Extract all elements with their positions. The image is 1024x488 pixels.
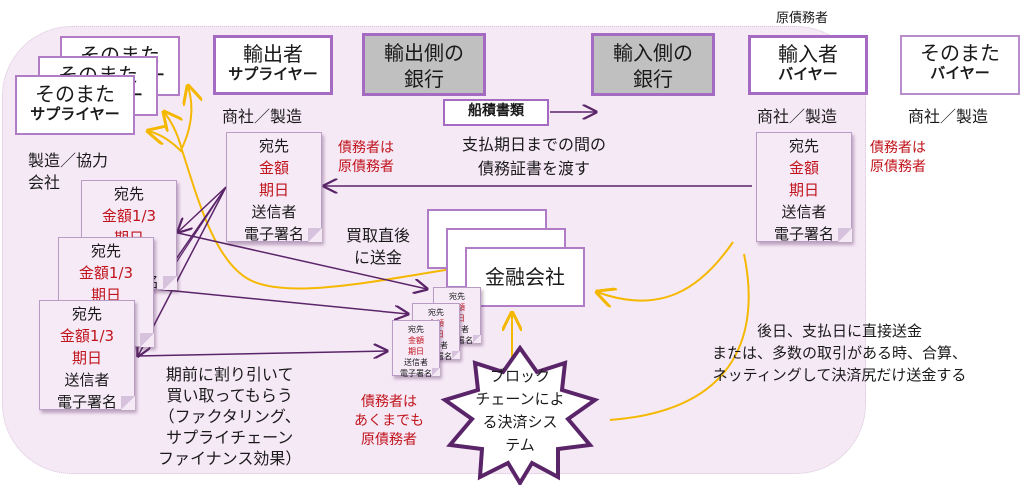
note-to: 宛先 <box>258 137 289 155</box>
page-fold-icon <box>452 351 460 359</box>
factoring-label: 期前に割り引いて 買い取ってもらう （ファクタリング、 サプライチェーン ファイ… <box>158 365 302 468</box>
note-sender: 送信者 <box>781 203 827 221</box>
received-note-3[interactable]: 宛先 金額 期日 送信者 電子署名 <box>392 320 440 378</box>
note-to: 宛先 <box>90 242 121 260</box>
note-amount: 金額 <box>408 336 424 345</box>
box-line1: 輸出側の <box>384 41 464 65</box>
original-debtor-label: 原債務者 <box>776 11 829 26</box>
note-amount: 金額 <box>258 159 289 177</box>
note-amount: 金額 <box>788 159 819 177</box>
split-debt-note-3[interactable]: 宛先 金額1/3 期日 送信者 電子署名 <box>39 300 135 411</box>
note-to: 宛先 <box>71 305 102 323</box>
note-sender: 送信者 <box>404 358 428 367</box>
shipping-documents-tag: 船積書類 <box>443 99 549 126</box>
page-fold-icon <box>121 396 135 410</box>
note-signature: 電子署名 <box>243 225 304 243</box>
box-line1: 輸入側の <box>613 41 693 65</box>
exporter-bank-box[interactable]: 輸出側の 銀行 <box>362 33 486 96</box>
page-fold-icon <box>432 368 440 376</box>
send-after-purchase-label: 買取直後 に送金 <box>346 226 411 267</box>
note-sender: 送信者 <box>251 203 297 221</box>
exporter-box[interactable]: 輸出者 サプライヤー <box>213 35 333 95</box>
box-line2: バイヤー <box>778 65 838 83</box>
settlement-note-label: 後日、支払日に直接送金 または、多数の取引がある時、合算、 ネッティングして決済… <box>712 322 968 384</box>
page-fold-icon <box>140 333 154 347</box>
debtor-label-importer-side: 債務者は 原債務者 <box>870 140 926 175</box>
blockchain-system-label: ブロック チェーンによ る決済シス テム <box>475 367 565 454</box>
sub-buyer-box[interactable]: そのまた バイヤー <box>900 35 1020 95</box>
debt-note-importer[interactable]: 宛先 金額 期日 送信者 電子署名 <box>756 132 852 243</box>
importer-bank-box[interactable]: 輸入側の 銀行 <box>591 33 715 96</box>
note-amount: 金額1/3 <box>59 327 115 345</box>
box-line1: そのまた <box>920 41 1000 65</box>
note-to: 宛先 <box>113 185 144 203</box>
sub-buyer-type-label: 商社／製造 <box>908 107 989 126</box>
note-due: 期日 <box>90 286 121 304</box>
importer-box[interactable]: 輸入者 バイヤー <box>748 35 868 95</box>
box-line1: 輸出者 <box>243 42 303 66</box>
note-amount: 金額1/3 <box>101 207 157 225</box>
note-to: 宛先 <box>449 292 465 301</box>
note-signature: 電子署名 <box>773 225 834 243</box>
note-to: 宛先 <box>428 308 444 317</box>
page-fold-icon <box>473 335 481 343</box>
box-line2: バイヤー <box>930 64 990 82</box>
finance-company-box[interactable]: 金融会社 <box>465 247 585 307</box>
debtor-label-exporter-side: 債務者は 原債務者 <box>338 140 394 175</box>
note-due: 期日 <box>71 349 102 367</box>
sub-supplier-box-front[interactable]: そのまた サプライヤー <box>15 75 135 135</box>
box-line1: そのまた <box>35 82 115 106</box>
debtor-still-original-label: 債務者は あくまでも 原債務者 <box>354 394 424 448</box>
page-fold-icon <box>838 228 852 242</box>
note-sender: 送信者 <box>64 371 110 389</box>
note-to: 宛先 <box>788 137 819 155</box>
note-due: 期日 <box>258 181 289 199</box>
note-due: 期日 <box>408 347 424 356</box>
box-line2: サプライヤー <box>30 105 120 123</box>
note-due: 期日 <box>788 181 819 199</box>
debt-certificate-label: 支払期日までの間の 債務証書を渡す <box>462 135 607 178</box>
importer-type-label: 商社／製造 <box>757 107 838 126</box>
note-to: 宛先 <box>408 325 424 334</box>
note-signature: 電子署名 <box>56 393 117 411</box>
page-fold-icon <box>163 276 177 290</box>
box-line2: 銀行 <box>633 67 673 91</box>
blockchain-starburst-shape[interactable] <box>440 345 600 485</box>
box-line2: 銀行 <box>404 67 444 91</box>
box-line2: サプライヤー <box>228 65 318 83</box>
box-line1: 輸入者 <box>778 42 838 66</box>
page-fold-icon <box>308 228 322 242</box>
exporter-type-label: 商社／製造 <box>222 107 303 126</box>
note-signature: 電子署名 <box>400 369 432 378</box>
debt-note-exporter[interactable]: 宛先 金額 期日 送信者 電子署名 <box>226 132 322 243</box>
note-amount: 金額1/3 <box>78 264 134 282</box>
subcontractor-label: 製造／協力 会社 <box>28 151 109 192</box>
